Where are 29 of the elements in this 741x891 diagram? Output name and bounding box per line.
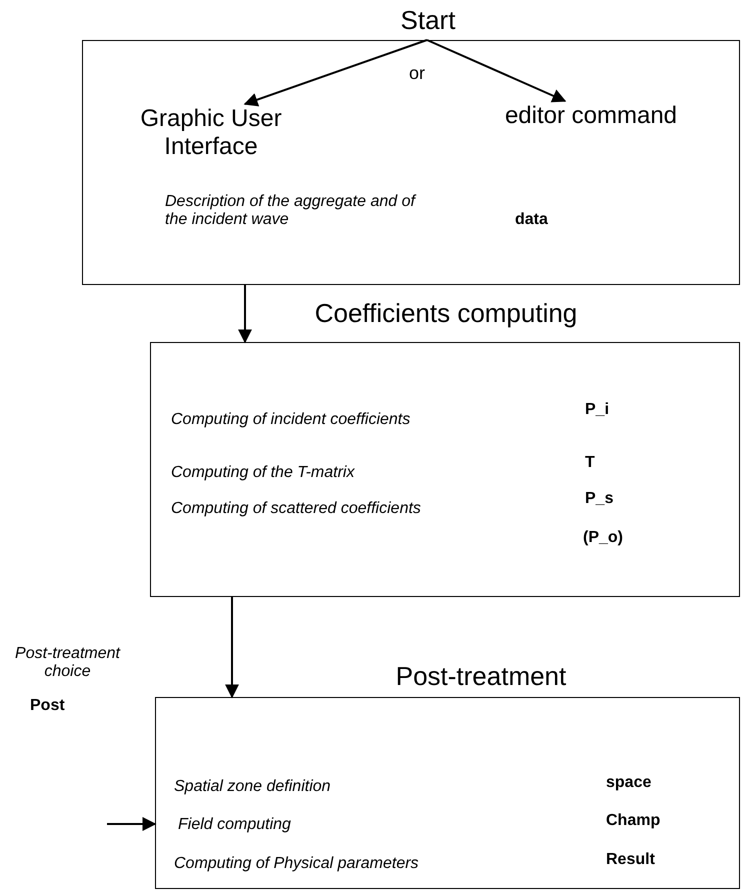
step-text: Field computing (178, 816, 291, 834)
process-box (82, 40, 740, 285)
step-text: Computing of the T-matrix (171, 464, 354, 482)
arrow (244, 39, 428, 106)
step-text: Computing of incident coefficients (171, 411, 410, 430)
or-text: or (409, 63, 426, 84)
variable-name: T (585, 454, 595, 472)
arrow (238, 285, 252, 344)
choice-text: Post-treatment choice (14, 645, 122, 682)
arrow (426, 39, 566, 102)
step-text: Computing of Physical parameters (174, 855, 419, 874)
variable-name: space (606, 774, 652, 792)
arrow (225, 597, 239, 698)
section-heading: Post-treatment (394, 662, 568, 692)
start-text: Start (400, 6, 456, 36)
variable-name: Champ (606, 812, 660, 830)
variable-name: P_s (585, 490, 614, 508)
option-text: Graphic User Interface (139, 105, 283, 160)
variable-name: (P_o) (583, 529, 623, 548)
description-text: Description of the aggregate and of the incident wave (165, 193, 418, 230)
variable-name: Result (606, 851, 655, 870)
variable-name: data (515, 211, 548, 230)
section-heading: Coefficients computing (314, 299, 578, 329)
variable-name: P_i (585, 401, 610, 420)
step-text: Spatial zone definition (174, 778, 331, 796)
option-text: editor command (504, 102, 678, 130)
step-text: Computing of scattered coefficients (171, 500, 421, 518)
variable-name: Post (30, 697, 65, 716)
arrow (107, 817, 156, 831)
